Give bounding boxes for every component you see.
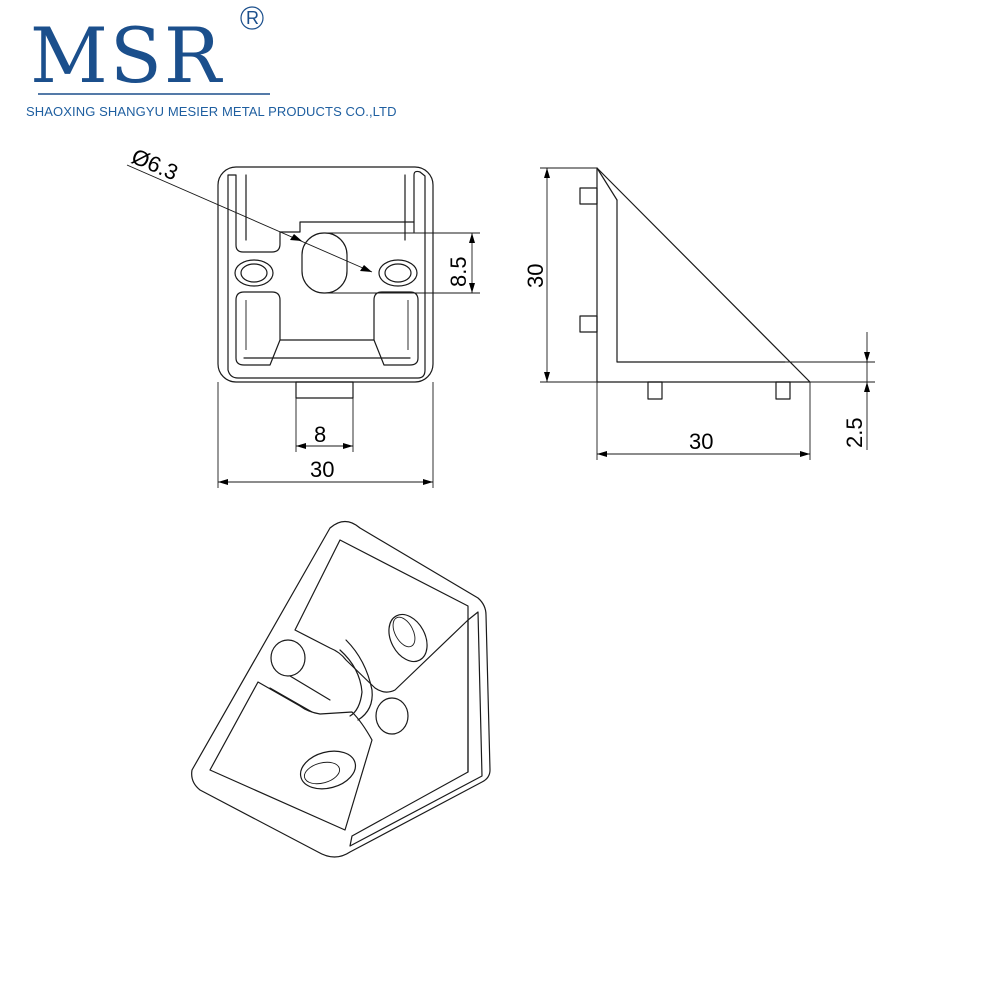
front-view: 8 30 8.5 Ø6.3 [126, 144, 480, 488]
iso-gusset-curve [345, 639, 373, 721]
logo-wordmark: MSR [30, 11, 224, 97]
iso-floor-panel [209, 681, 373, 831]
side-outer-triangle [596, 167, 811, 383]
front-pocket-hatch [245, 300, 409, 350]
front-lower-right-pocket [373, 291, 419, 366]
front-center-slot [301, 232, 348, 294]
iso-outer-silhouette [191, 520, 491, 858]
iso-back-panel [294, 539, 469, 693]
side-tab-lower [579, 315, 598, 333]
dim-hole-leader [126, 164, 373, 273]
dim-30-base-label: 30 [689, 429, 713, 454]
side-inner-edge [616, 199, 786, 363]
iso-hole-left [270, 639, 306, 677]
iso-hole-right [375, 697, 409, 735]
front-bottom-tab [295, 381, 354, 399]
iso-side-face [349, 611, 483, 847]
front-inner-outline [227, 170, 426, 379]
dim-30-side-arrow-top [544, 168, 550, 178]
dim-8-5-label: 8.5 [446, 256, 471, 287]
company-name: SHAOXING SHANGYU MESIER METAL PRODUCTS C… [26, 104, 397, 119]
dim-8-arrow-left [296, 443, 306, 449]
front-left-hole [234, 259, 274, 287]
iso-slot-floor [299, 750, 357, 790]
dim-2-5-arrow-bottom [864, 382, 870, 392]
dim-8-arrow-right [343, 443, 353, 449]
msr-logo: MSR R [29, 2, 280, 101]
front-right-hole [378, 259, 418, 287]
front-right-hole-inner [384, 263, 412, 283]
iso-slot-back-inner [392, 616, 416, 648]
registered-mark-circle [240, 6, 264, 30]
front-left-hole-inner [240, 263, 268, 283]
side-tab-upper [579, 187, 598, 205]
side-top-chamfer [596, 167, 618, 201]
dim-hole-arrow-1 [290, 234, 302, 241]
side-view: 30 30 2.5 [523, 167, 875, 460]
iso-gusset-curve-inner [339, 649, 363, 717]
dim-2-5-label: 2.5 [842, 417, 867, 448]
dim-hole-arrow-2 [360, 265, 372, 272]
dim-8-5-arrow-top [469, 233, 475, 243]
dim-30-front-arrow-left [218, 479, 228, 485]
iso-slot-floor-inner [303, 761, 341, 785]
dim-8-5-arrow-bottom [469, 283, 475, 293]
side-tab-bottom-right [775, 381, 791, 400]
registered-mark: R [246, 8, 259, 28]
isometric-view [191, 520, 491, 858]
dim-30-front-arrow-right [423, 479, 433, 485]
dim-30-side-label: 30 [523, 264, 548, 288]
iso-slot-back [388, 613, 428, 663]
dim-hole-label: Ø6.3 [128, 144, 182, 186]
dim-30-side-arrow-bottom [544, 372, 550, 382]
dim-8-label: 8 [314, 422, 326, 447]
front-outer-frame [217, 166, 434, 383]
front-lower-left-pocket [235, 291, 281, 366]
dim-30-base-arrow-left [597, 451, 607, 457]
dim-30-base-arrow-right [800, 451, 810, 457]
iso-channel-lines [269, 675, 331, 713]
dim-2-5-arrow-top [864, 352, 870, 362]
side-tab-bottom-left [647, 381, 663, 400]
dim-30-front-label: 30 [310, 457, 334, 482]
